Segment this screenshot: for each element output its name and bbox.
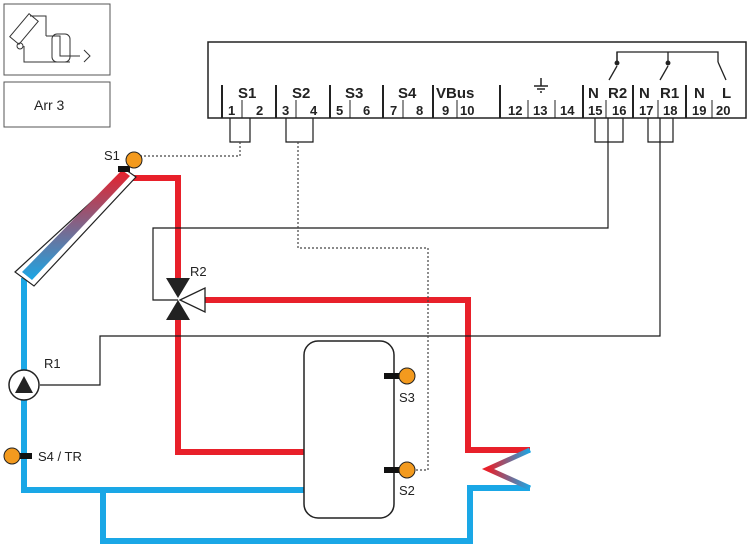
terminal-number-1: 1: [228, 103, 235, 118]
terminal-number-12: 12: [508, 103, 522, 118]
controller-terminal-box: S1 S2 S3 S4 VBus N R2 N R1 N L 1 2 3 4 5…: [207, 41, 747, 119]
three-way-valve-icon: [166, 278, 206, 320]
terminal-name-n-15: N: [588, 85, 599, 102]
terminal-name-l: L: [722, 85, 731, 102]
terminal-number-13: 13: [533, 103, 547, 118]
pool-heat-exchanger: [481, 447, 532, 491]
pump-icon: [8, 369, 40, 401]
terminal-number-5: 5: [336, 103, 343, 118]
terminal-number-9: 9: [442, 103, 449, 118]
terminal-name-s1: S1: [238, 85, 256, 102]
terminal-number-6: 6: [363, 103, 370, 118]
relay-contacts: [608, 51, 727, 81]
storage-tank: [303, 340, 395, 519]
terminal-number-10: 10: [460, 103, 474, 118]
terminal-number-20: 20: [716, 103, 730, 118]
sensor-s3-icon: [384, 367, 416, 385]
terminal-name-s3: S3: [345, 85, 363, 102]
arrangement-label: Arr 3: [34, 97, 65, 113]
terminal-name-r2: R2: [608, 85, 627, 102]
sensor-s1-icon: [118, 151, 143, 172]
sensor-wires: [135, 142, 429, 471]
terminal-number-4: 4: [310, 103, 318, 118]
terminal-name-s4: S4: [398, 85, 417, 102]
valve-label: R2: [190, 264, 207, 279]
terminal-name-vbus: VBus: [436, 85, 474, 102]
terminal-number-7: 7: [390, 103, 397, 118]
store-lower-sensor-label: S2: [399, 483, 415, 498]
terminal-number-15: 15: [588, 103, 602, 118]
terminal-number-8: 8: [416, 103, 423, 118]
terminal-number-18: 18: [663, 103, 677, 118]
terminal-number-2: 2: [256, 103, 263, 118]
store-upper-sensor-label: S3: [399, 390, 415, 405]
collector-sensor-label: S1: [104, 148, 120, 163]
cold-pipes: [21, 278, 530, 544]
pump-label: R1: [44, 356, 61, 371]
solar-collector: [14, 169, 137, 287]
return-sensor-label: S4 / TR: [38, 449, 82, 464]
arrangement-thumbnail: [3, 3, 111, 76]
sensor-s4-icon: [3, 447, 32, 465]
arrangement-label-box: Arr 3: [3, 81, 111, 128]
terminal-number-16: 16: [612, 103, 626, 118]
terminal-number-19: 19: [692, 103, 706, 118]
sensor-s2-icon: [384, 461, 416, 479]
terminal-name-n-17: N: [639, 85, 650, 102]
terminal-name-s2: S2: [292, 85, 310, 102]
terminal-number-14: 14: [560, 103, 575, 118]
terminal-name-n-19: N: [694, 85, 705, 102]
earth-icon: [534, 78, 548, 93]
terminal-number-17: 17: [639, 103, 653, 118]
terminal-number-3: 3: [282, 103, 289, 118]
terminal-name-r1: R1: [660, 85, 679, 102]
